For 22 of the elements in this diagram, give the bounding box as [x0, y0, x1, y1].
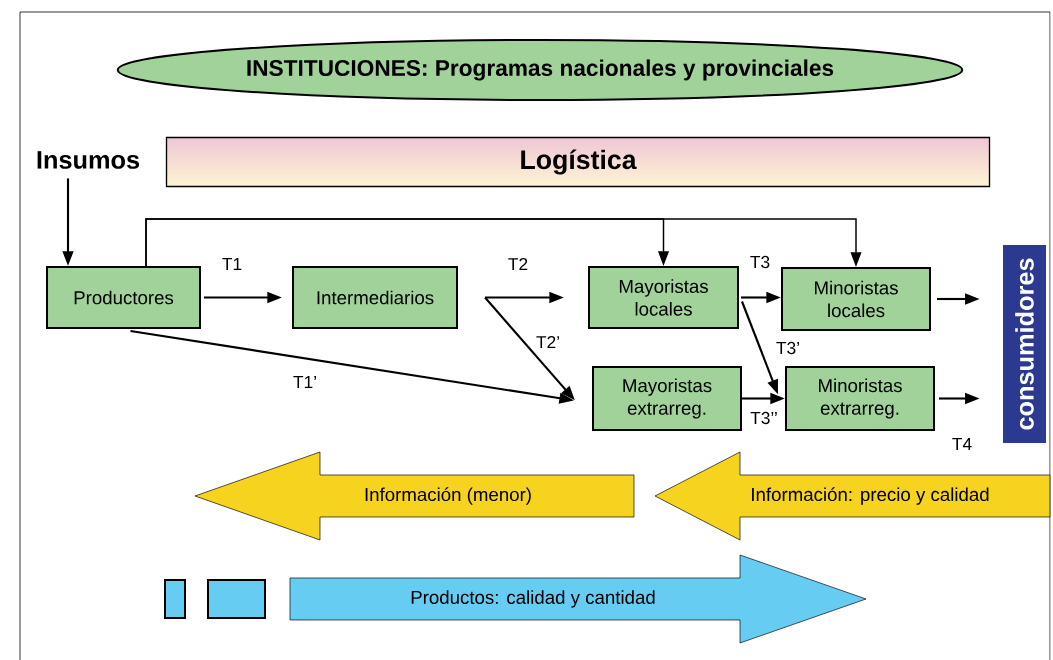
information-banner: Información (menor)	[194, 451, 635, 541]
process-box: Minoristas locales	[781, 267, 931, 331]
edge-label: T2	[506, 256, 530, 272]
consumer-bar: consumidores	[1003, 245, 1046, 443]
arrow	[145, 218, 862, 267]
process-box: Minoristas extrarreg.	[785, 366, 935, 431]
input-label: Insumos	[37, 151, 140, 169]
small-box	[207, 579, 266, 619]
edge-label: T1’	[291, 374, 319, 390]
process-box: Productores	[46, 266, 201, 329]
edge-label: T2’	[534, 334, 562, 350]
edge-label: T3	[748, 254, 772, 270]
information-banner: Información: precio y calidad	[654, 451, 1051, 541]
edge-label: T1	[220, 256, 244, 272]
edge-label: T3’	[774, 340, 802, 356]
process-box: Intermediarios	[292, 266, 458, 329]
small-box	[164, 579, 186, 619]
banner-bar: Logística	[165, 136, 991, 188]
process-box: Mayoristas locales	[588, 266, 739, 329]
edge-label: T3’’	[748, 410, 780, 426]
transition-label: T4	[952, 438, 972, 450]
process-box: Mayoristas extrarreg.	[592, 366, 742, 431]
